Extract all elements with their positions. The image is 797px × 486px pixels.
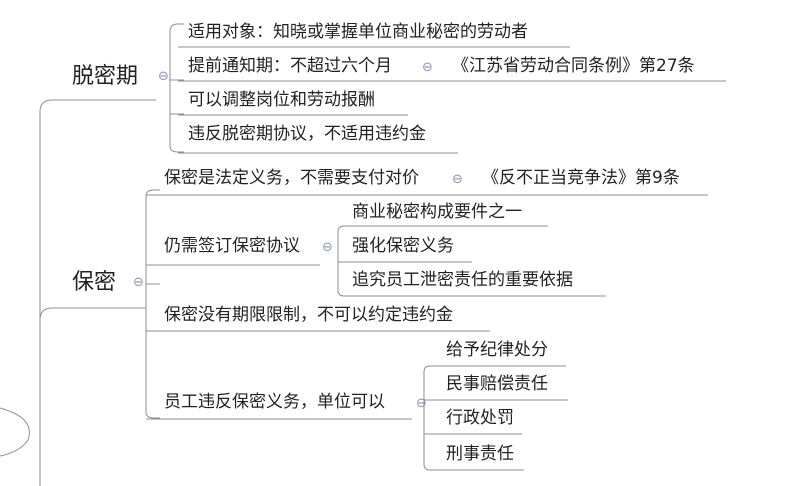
branch1-item-2-ref[interactable]: 《江苏省劳动合同条例》第27条 [452,56,695,76]
branch2-item-1-ref[interactable]: 《反不正当竞争法》第9条 [482,168,680,188]
collapse-circle-icon[interactable]: ⊖ [133,275,144,290]
branch2-item-4-child-1[interactable]: 给予纪律处分 [446,340,548,360]
branch2-item-4-child-4[interactable]: 刑事责任 [446,444,514,464]
collapse-circle-icon[interactable]: ⊖ [322,240,333,255]
branch1-item-1[interactable]: 适用对象：知晓或掌握单位商业秘密的劳动者 [188,22,528,42]
branch2-item-4-child-3[interactable]: 行政处罚 [446,408,514,428]
branch1-item-3[interactable]: 可以调整岗位和劳动报酬 [188,90,375,110]
collapse-circle-icon[interactable]: ⊖ [422,60,433,75]
collapse-circle-icon[interactable]: ⊖ [416,396,427,411]
branch2-item-2[interactable]: 仍需签订保密协议 [164,236,300,256]
branch2-item-4-child-2[interactable]: 民事赔偿责任 [446,374,548,394]
branch2-item-2-child-2[interactable]: 强化保密义务 [352,236,454,256]
branch-title-脱密期[interactable]: 脱密期 [72,64,139,89]
branch1-item-4[interactable]: 违反脱密期协议，不适用违约金 [188,124,426,144]
collapse-circle-icon[interactable]: ⊖ [452,172,463,187]
branch2-item-1[interactable]: 保密是法定义务，不需要支付对价 [164,168,419,188]
collapse-circle-icon[interactable]: ⊖ [158,69,169,84]
branch1-item-2[interactable]: 提前通知期：不超过六个月 [188,56,392,76]
branch2-item-2-child-1[interactable]: 商业秘密构成要件之一 [352,202,522,222]
branch2-item-3[interactable]: 保密没有期限限制，不可以约定违约金 [164,305,453,325]
branch2-item-4[interactable]: 员工违反保密义务，单位可以 [164,392,385,412]
branch-title-保密[interactable]: 保密 [72,270,117,295]
branch2-item-2-child-3[interactable]: 追究员工泄密责任的重要依据 [352,270,573,290]
